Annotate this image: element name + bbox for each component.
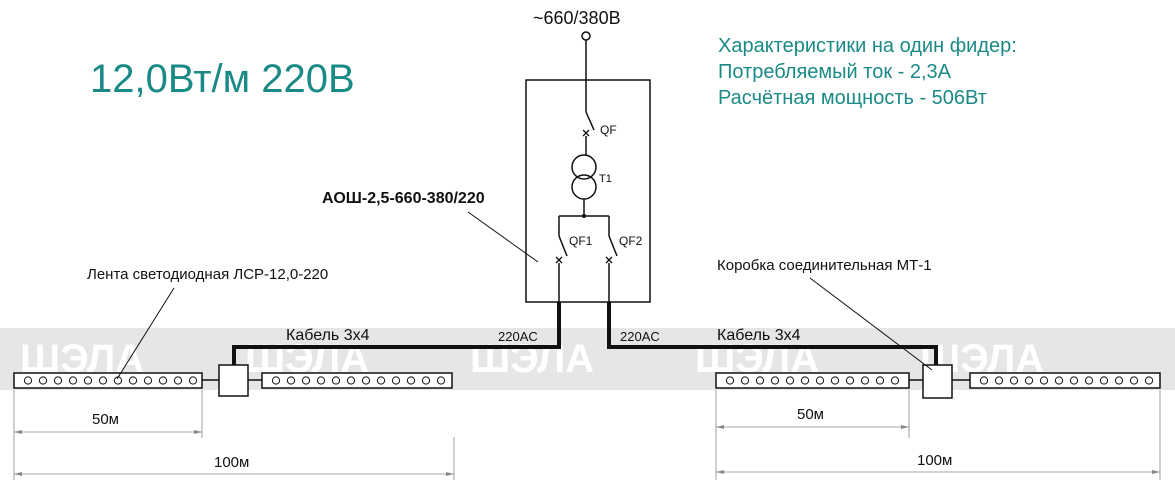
cable-right-line [607,302,938,366]
dim-right-long-label: 100м [917,452,952,469]
led-dot [83,376,93,385]
led-dot [845,376,855,385]
qf-breaker: QF [582,80,617,155]
led-strip [261,372,453,389]
qf-label: QF [600,123,617,137]
led-dot [98,376,108,385]
led-dot [23,376,33,385]
led-dot [1069,376,1079,385]
cabinet-label: АОШ-2,5-660-380/220 [322,190,485,207]
led-dot [286,376,296,385]
led-strip [715,372,910,389]
led-dot [436,376,446,385]
led-dot [800,376,810,385]
cabinet-leader [467,211,539,263]
feeder-cables [232,302,938,366]
specs-power: Расчётная мощность - 506Вт [718,87,987,109]
led-dot [1099,376,1109,385]
led-dot [1144,376,1154,385]
cable-right-label: Кабель 3х4 [717,327,801,344]
led-dot [1084,376,1094,385]
junction-box-label: Коробка соединительная МТ-1 [717,257,932,274]
led-dot [158,376,168,385]
led-dot [770,376,780,385]
led-dot [860,376,870,385]
led-dot [994,376,1004,385]
led-dot [53,376,63,385]
qf2-label: QF2 [619,234,643,248]
led-dot [815,376,825,385]
led-dot [301,376,311,385]
led-dot [875,376,885,385]
watermark-text: ШЭЛА [470,337,594,381]
cabinet-box [525,79,651,303]
cable-left-line [232,302,561,366]
led-dot [1114,376,1124,385]
led-dot [890,376,900,385]
led-dot [331,376,341,385]
supply-terminal [581,31,591,41]
led-dot [173,376,183,385]
transformer-t1: T1 [571,154,612,200]
led-dot [1054,376,1064,385]
dimension-right: 50м 100м [715,390,1161,480]
led-dot [406,376,416,385]
led-strip-label: Лента светодиодная ЛСР-12,0-220 [87,266,328,283]
led-dot [38,376,48,385]
junction-box-leader [809,277,933,371]
led-dot [740,376,750,385]
led-dot [725,376,735,385]
led-dot [1009,376,1019,385]
led-dot [376,376,386,385]
specs-current: Потребляемый ток - 2,3А [718,61,952,83]
led-dot [421,376,431,385]
dim-left-long-label: 100м [214,454,249,471]
led-dot [1039,376,1049,385]
led-dot [346,376,356,385]
led-dot [1129,376,1139,385]
cable-left-label: Кабель 3х4 [286,327,370,344]
junction-box-right [922,364,953,399]
qf2-breaker: QF2 [605,216,643,302]
led-dot [1024,376,1034,385]
dim-right-short-label: 50м [797,406,824,423]
led-dot [755,376,765,385]
qf1-breaker: QF1 [555,216,593,302]
led-dot [361,376,371,385]
dim-left-short-label: 50м [92,411,119,428]
led-strip [13,372,203,389]
led-dot [188,376,198,385]
qf1-label: QF1 [569,234,593,248]
led-strip [969,372,1161,389]
led-dot [979,376,989,385]
specs-heading: Характеристики на один фидер: [718,35,1017,57]
specs-block: Характеристики на один фидер: Потребляем… [718,35,1017,109]
dimension-left: 50м 100м [13,390,455,480]
voltage-right-label: 220AC [620,329,660,344]
supply-voltage-label: ~660/380В [533,8,621,28]
led-dot [785,376,795,385]
voltage-left-label: 220AC [498,329,538,344]
t1-label: T1 [599,173,612,185]
led-dot [143,376,153,385]
led-dot [68,376,78,385]
led-strip-leader [116,287,175,380]
led-dot [391,376,401,385]
led-dot [271,376,281,385]
junction-box-left [218,364,249,397]
page-title: 12,0Вт/м 220В [90,57,355,101]
led-dot [316,376,326,385]
led-dot [830,376,840,385]
led-dot [128,376,138,385]
